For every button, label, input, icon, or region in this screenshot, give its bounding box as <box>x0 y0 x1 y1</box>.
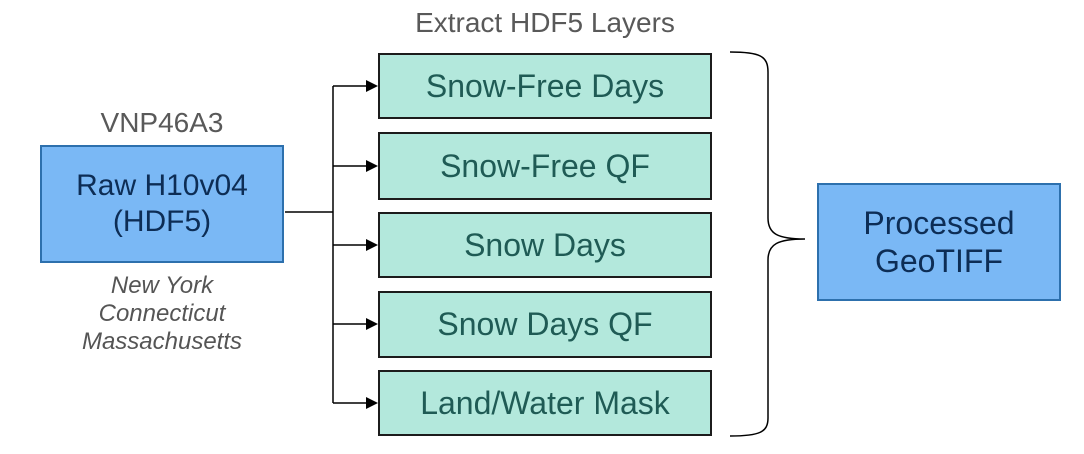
layer-label: Snow Days QF <box>437 306 653 342</box>
source-box: Raw H10v04 (HDF5) <box>40 145 284 263</box>
source-box-line1: Raw H10v04 <box>76 169 248 202</box>
product-label: VNP46A3 <box>100 107 224 138</box>
layer-box-snow-free-days: Snow-Free Days <box>378 53 712 119</box>
grouping-brace <box>729 51 806 437</box>
output-box: Processed GeoTIFF <box>817 183 1061 301</box>
layer-box-land-water-mask: Land/Water Mask <box>378 370 712 436</box>
region-list: New York Connecticut Massachusetts <box>30 272 294 356</box>
region-item: Connecticut <box>98 300 226 327</box>
layer-label: Snow Days <box>464 226 626 263</box>
source-box-text: Raw H10v04 (HDF5) <box>76 168 248 240</box>
layer-box-snow-days: Snow Days <box>378 212 712 278</box>
layer-label: Snow-Free Days <box>425 67 665 104</box>
region-item: Massachusetts <box>81 328 243 355</box>
layer-label: Snow-Free QF <box>440 147 650 184</box>
layer-box-snow-days-qf: Snow Days QF <box>378 291 712 358</box>
output-box-text: Processed GeoTIFF <box>863 204 1014 280</box>
layers-title: Extract HDF5 Layers <box>415 7 675 38</box>
source-box-line2: (HDF5) <box>112 205 212 238</box>
layer-label: Land/Water Mask <box>420 384 670 421</box>
output-box-line1: Processed <box>863 205 1015 241</box>
region-item: New York <box>110 272 214 299</box>
layer-box-snow-free-qf: Snow-Free QF <box>378 132 712 200</box>
output-box-line2: GeoTIFF <box>874 243 1003 279</box>
